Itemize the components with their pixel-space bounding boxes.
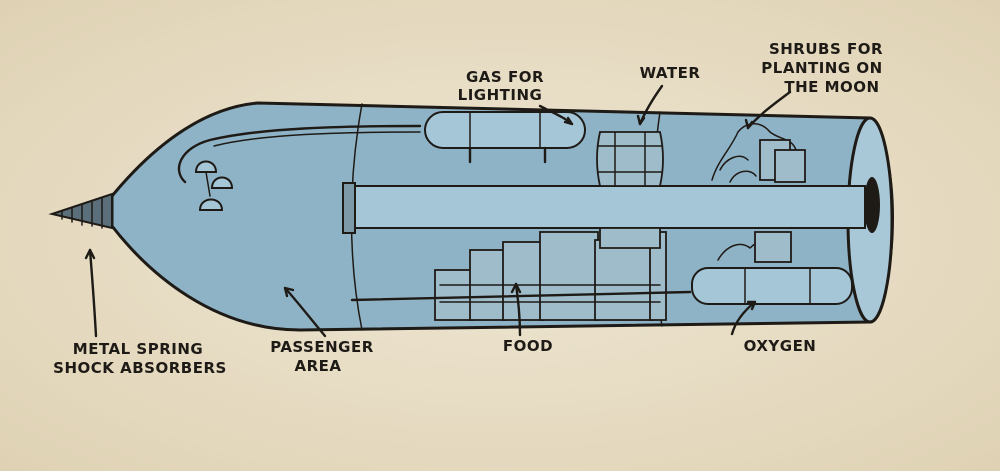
label-springs-line2: SHOCK ABSORBERS (53, 359, 227, 377)
leader-lines (84, 84, 792, 338)
oxygen-leader (730, 300, 757, 336)
end-cap-opening (864, 177, 880, 233)
central-tube (342, 182, 866, 234)
label-passenger-line1: PASSENGER (270, 338, 374, 356)
label-water: WATER (640, 64, 701, 82)
spring-shock-absorber (48, 192, 113, 230)
label-passenger-line2: AREA (294, 357, 341, 375)
food-crates (434, 227, 667, 321)
label-shrubs-line1: SHRUBS FOR (769, 40, 883, 58)
passenger-leader (283, 286, 327, 338)
label-springs-line1: METAL SPRING (73, 340, 203, 358)
label-food: FOOD (503, 337, 553, 355)
label-shrubs-line3: THE MOON (784, 78, 879, 96)
gas-lamps (194, 160, 234, 211)
springs-leader (88, 248, 98, 338)
shrubs (711, 123, 806, 263)
food-leader (514, 282, 522, 337)
label-gas-line2: LIGHTING (458, 86, 543, 104)
label-gas-line1: GAS FOR (466, 68, 544, 86)
water-barrel (596, 131, 664, 187)
label-shrubs-line2: PLANTING ON (761, 59, 882, 77)
oxygen-tanks (350, 267, 853, 305)
gas-lighting-system (177, 111, 586, 211)
label-oxygen: OXYGEN (744, 337, 817, 355)
